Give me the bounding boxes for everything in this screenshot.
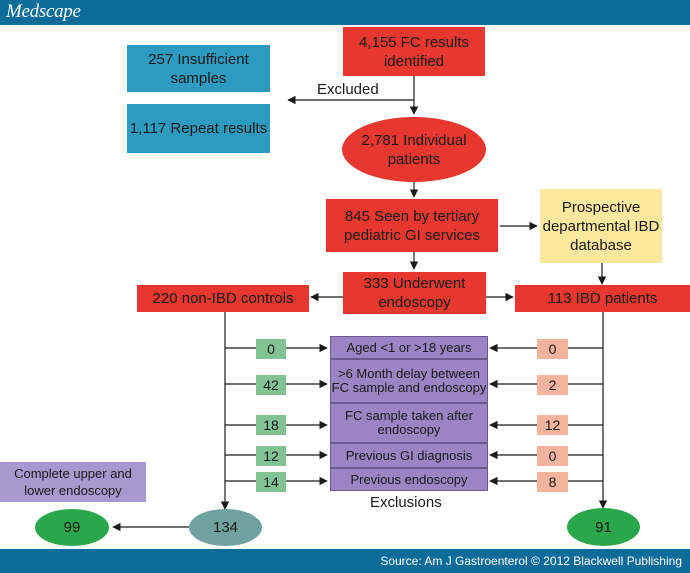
- insufficient-samples-node: 257 Insufficient samples: [127, 45, 270, 92]
- ibd-count-previous-diagnosis: 0: [537, 446, 568, 466]
- ibd-count-delay: 2: [537, 375, 568, 395]
- exclusions-label: Exclusions: [370, 494, 442, 511]
- excluded-label: Excluded: [317, 81, 379, 98]
- source-citation: Source: Am J Gastroenterol © 2012 Blackw…: [380, 554, 682, 568]
- final-count-134: 134: [189, 509, 262, 546]
- non-ibd-controls-node: 220 non-IBD controls: [137, 285, 309, 312]
- exclusion-previous-diagnosis: Previous GI diagnosis: [330, 443, 488, 468]
- controls-count-delay: 42: [256, 375, 286, 395]
- exclusion-aged: Aged <1 or >18 years: [330, 336, 488, 359]
- exclusion-after-endoscopy: FC sample taken after endoscopy: [330, 403, 488, 443]
- exclusion-previous-endoscopy: Previous endoscopy: [330, 468, 488, 491]
- footer-bar: Source: Am J Gastroenterol © 2012 Blackw…: [0, 549, 690, 573]
- fc-results-node: 4,155 FC results identified: [343, 27, 485, 76]
- prospective-database-node: Prospective departmental IBD database: [540, 189, 662, 263]
- tertiary-services-node: 845 Seen by tertiary pediatric GI servic…: [326, 199, 498, 252]
- ibd-count-after: 12: [537, 415, 568, 435]
- final-count-99: 99: [35, 509, 109, 546]
- repeat-results-node: 1,117 Repeat results: [127, 104, 270, 153]
- controls-count-previous-endoscopy: 14: [256, 472, 286, 492]
- ibd-patients-node: 113 IBD patients: [515, 285, 690, 312]
- controls-count-after: 18: [256, 415, 286, 435]
- header-bar: Medscape: [0, 0, 690, 25]
- ibd-count-previous-endoscopy: 8: [537, 472, 568, 492]
- complete-endoscopy-label: Complete upper and lower endoscopy: [0, 462, 146, 502]
- controls-count-aged: 0: [256, 339, 286, 359]
- final-count-91: 91: [567, 508, 640, 546]
- exclusion-delay: >6 Month delay between FC sample and end…: [330, 359, 488, 403]
- underwent-endoscopy-node: 333 Underwent endoscopy: [343, 272, 486, 314]
- medscape-logo: Medscape: [6, 1, 81, 22]
- ibd-count-aged: 0: [537, 339, 568, 359]
- individual-patients-node: 2,781 Individual patients: [342, 117, 486, 182]
- controls-count-previous-diagnosis: 12: [256, 446, 286, 466]
